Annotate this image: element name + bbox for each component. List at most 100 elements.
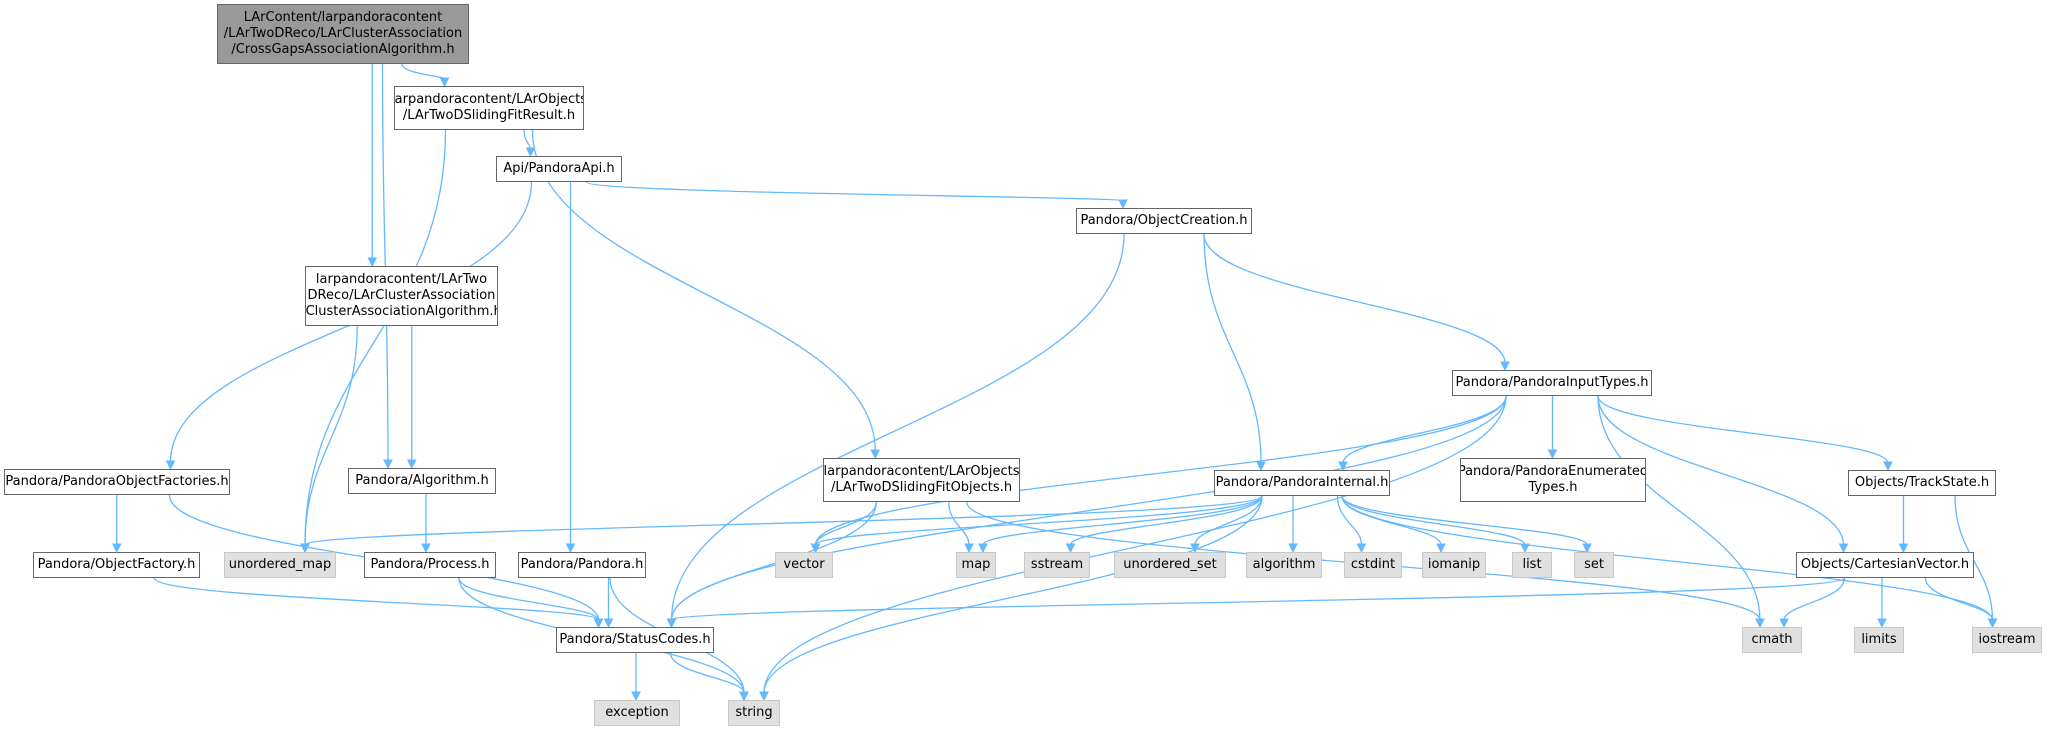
node-std-vector: vector (775, 552, 833, 578)
arrowhead-sliding_result-to-api (525, 147, 536, 158)
node-std-exception: exception (594, 700, 680, 726)
edge-api-to-object_creation (585, 181, 1124, 202)
arrowhead-object_creation-to-internal (1256, 461, 1266, 472)
node-std-algorithm: algorithm (1246, 552, 1322, 578)
node-pandora-algorithm[interactable]: Pandora/Algorithm.h (348, 468, 496, 494)
arrowhead-object_factories-to-object_factory (111, 543, 122, 554)
edge-internal-to-string (763, 495, 1263, 694)
arrowhead-status_codes-to-string (739, 691, 749, 702)
arrowhead-cartesian-to-status_codes (666, 618, 677, 629)
edge-internal-to-unordered_set (1194, 495, 1263, 546)
edge-sliding_objects-to-status_codes (670, 501, 877, 621)
arrowhead-root-to-cluster_assoc (367, 257, 378, 268)
arrowhead-internal-to-iomanip (1436, 543, 1446, 554)
arrowhead-sliding_objects-to-map (964, 543, 974, 554)
arrowhead-internal-to-unordered_map (300, 543, 310, 554)
edge-process-to-status_codes (458, 577, 600, 621)
edge-internal-to-sstream (1069, 495, 1263, 546)
node-std-list: list (1512, 552, 1552, 578)
node-std-cstdint: cstdint (1344, 552, 1402, 578)
arrowhead-internal-to-string (759, 691, 769, 702)
edge-internal-to-vector (814, 495, 1263, 546)
node-pandora-process[interactable]: Pandora/Process.h (364, 552, 496, 578)
edge-input_types-to-track_state (1597, 395, 1889, 464)
arrowhead-root-to-sliding_result (439, 77, 450, 88)
node-pandora-object-factories[interactable]: Pandora/PandoraObjectFactories.h (4, 469, 230, 495)
node-std-limits: limits (1854, 627, 1904, 653)
arrowhead-algorithm-to-process (421, 543, 431, 554)
edge-object_creation-to-internal (1203, 233, 1262, 464)
node-track-state[interactable]: Objects/TrackState.h (1848, 470, 1996, 496)
edge-internal-to-list (1341, 495, 1526, 546)
node-std-iostream: iostream (1972, 627, 2042, 653)
arrowhead-sliding_result-to-sliding_objects (870, 449, 881, 460)
arrowhead-api-to-pandora (565, 543, 576, 554)
edge-status_codes-to-string (669, 652, 745, 694)
edge-cluster_assoc-to-unordered_map (304, 325, 358, 546)
node-std-unordered-set: unordered_set (1114, 552, 1226, 578)
node-pandora-input-types[interactable]: Pandora/PandoraInputTypes.h (1452, 370, 1652, 396)
node-pandora-internal[interactable]: Pandora/PandoraInternal.h (1214, 470, 1390, 496)
node-object-creation[interactable]: Pandora/ObjectCreation.h (1076, 208, 1252, 234)
edge-sliding_result-to-unordered_map (304, 129, 447, 546)
node-std-sstream: sstream (1024, 552, 1090, 578)
node-pandora-enumerated-types[interactable]: Pandora/PandoraEnumerated Types.h (1460, 458, 1646, 502)
edge-internal-to-iostream (1341, 495, 1994, 621)
arrowhead-track_state-to-cartesian (1898, 543, 1909, 554)
node-std-cmath: cmath (1742, 627, 1802, 653)
arrowhead-process-to-status_codes (593, 618, 604, 629)
arrowhead-internal-to-algorithm_std (1288, 543, 1298, 554)
edge-sliding_result-to-sliding_objects (531, 129, 876, 452)
arrowhead-cartesian-to-cmath (1779, 618, 1789, 629)
arrowhead-object_creation-to-input_types (1500, 361, 1510, 372)
arrowhead-api-to-object_factories (165, 460, 176, 471)
edge-cartesian-to-status_codes (670, 577, 1846, 621)
node-pandora-api[interactable]: Api/PandoraApi.h (496, 156, 622, 182)
arrowhead-internal-to-cstdint (1356, 543, 1367, 554)
arrowhead-internal-to-set (1582, 543, 1592, 554)
arrowhead-internal-to-sstream (1065, 543, 1076, 554)
edge-cartesian-to-cmath (1783, 577, 1846, 621)
arrowhead-input_types-to-cartesian (1838, 543, 1849, 554)
node-std-map: map (956, 552, 996, 578)
edge-root-to-algorithm (381, 63, 389, 462)
edge-object_factory-to-status_codes (153, 577, 600, 621)
arrowhead-cartesian-to-iostream (1987, 618, 1998, 629)
edge-input_types-to-string (763, 395, 1507, 694)
edge-input_types-to-cartesian (1597, 395, 1845, 546)
edge-internal-to-set (1341, 495, 1588, 546)
node-std-iomanip: iomanip (1422, 552, 1486, 578)
node-root-header: LArContent/larpandoracontent /LArTwoDRec… (217, 4, 469, 64)
node-std-set: set (1574, 552, 1614, 578)
arrowhead-api-to-object_creation (1118, 199, 1128, 210)
node-cartesian-vector[interactable]: Objects/CartesianVector.h (1796, 552, 1974, 578)
node-std-string: string (728, 700, 780, 726)
arrowhead-input_types-to-track_state (1883, 461, 1893, 472)
edge-sliding_objects-to-vector (814, 501, 877, 546)
edge-internal-to-unordered_map (304, 495, 1263, 546)
edge-sliding_objects-to-map (948, 501, 970, 546)
node-sliding-fit-result[interactable]: larpandoracontent/LArObjects /LArTwoDSli… (394, 86, 584, 130)
node-status-codes[interactable]: Pandora/StatusCodes.h (556, 627, 714, 653)
arrowhead-input_types-to-enumerated (1547, 449, 1558, 460)
arrowhead-sliding_objects-to-cmath (1755, 618, 1765, 629)
edge-internal-to-cstdint (1336, 495, 1363, 546)
node-pandora-pandora[interactable]: Pandora/Pandora.h (518, 552, 646, 578)
edge-object_creation-to-status_codes (670, 233, 1125, 621)
edge-input_types-to-cmath (1597, 395, 1761, 621)
arrowhead-input_types-to-internal (1338, 461, 1348, 472)
arrowhead-internal-to-map (978, 543, 988, 554)
node-sliding-fit-objects[interactable]: larpandoracontent/LArObjects /LArTwoDSli… (823, 458, 1020, 502)
arrowhead-status_codes-to-exception (631, 691, 641, 702)
node-object-factory[interactable]: Pandora/ObjectFactory.h (33, 552, 200, 578)
arrowhead-pandora-to-status_codes (603, 618, 614, 629)
arrowhead-root-to-algorithm (383, 459, 393, 470)
edge-internal-to-map (982, 495, 1263, 546)
edge-object_creation-to-input_types (1203, 233, 1506, 364)
arrowhead-cluster_assoc-to-algorithm (406, 459, 417, 470)
arrowhead-cartesian-to-limits (1877, 618, 1887, 629)
node-std-unordered-map: unordered_map (224, 552, 336, 578)
node-cluster-association-algorithm[interactable]: larpandoracontent/LArTwo DReco/LArCluste… (305, 266, 498, 326)
